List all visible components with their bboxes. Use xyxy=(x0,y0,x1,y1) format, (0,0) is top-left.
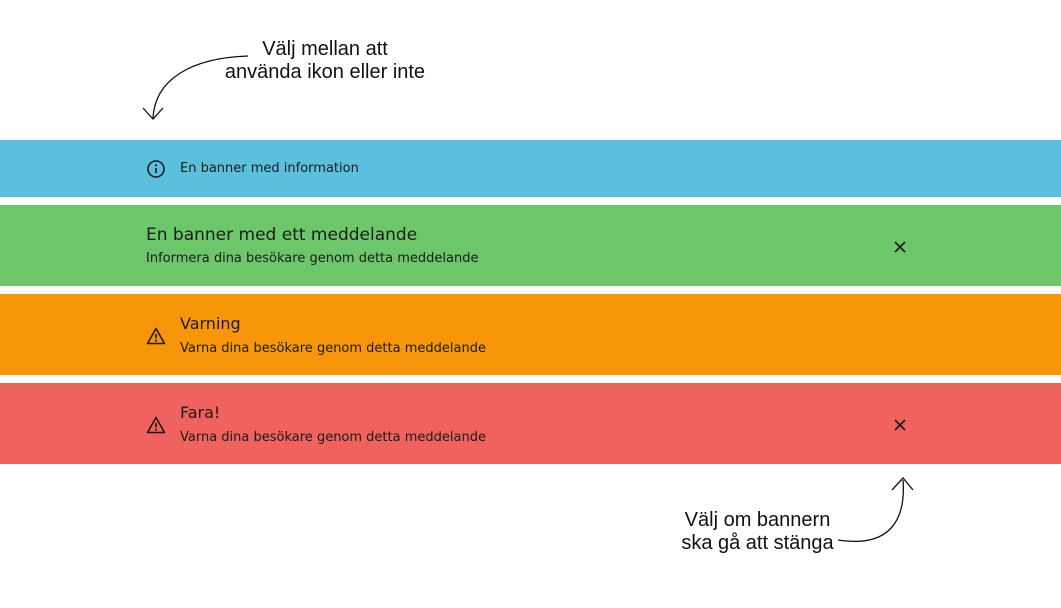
banner-success: En banner med ett meddelande Informera d… xyxy=(0,205,1061,286)
close-icon[interactable] xyxy=(891,416,909,434)
arrowhead-icon xyxy=(142,107,164,120)
banner-danger: Fara! Varna dina besökare genom detta me… xyxy=(0,383,1061,464)
banner-title: En banner med information xyxy=(180,161,359,176)
close-annotation: Välj om bannern ska gå att stänga xyxy=(660,509,855,555)
close-annotation-line-2: ska gå att stänga xyxy=(681,532,834,554)
banner-message: Informera dina besökare genom detta medd… xyxy=(146,251,479,266)
close-icon[interactable] xyxy=(891,238,909,256)
banner-title: En banner med ett meddelande xyxy=(146,225,418,245)
arrow-to-icon xyxy=(152,55,249,119)
warning-triangle-icon xyxy=(146,416,166,434)
warning-triangle-icon xyxy=(146,327,166,345)
arrowhead-close xyxy=(891,477,914,491)
icon-annotation-line-1: Välj mellan att xyxy=(262,38,388,60)
banner-message: Varna dina besökare genom detta meddelan… xyxy=(180,430,486,445)
arrow-to-close xyxy=(837,479,904,542)
icon-annotation-line-2: använda ikon eller inte xyxy=(224,61,426,83)
close-annotation-line-1: Välj om bannern xyxy=(684,509,831,531)
banner-title: Fara! xyxy=(180,403,221,422)
banner-message: Varna dina besökare genom detta meddelan… xyxy=(180,341,486,356)
banner-info: En banner med information xyxy=(0,140,1061,197)
info-circle-icon xyxy=(147,160,165,178)
banner-warning: Varning Varna dina besökare genom detta … xyxy=(0,294,1061,375)
banner-title: Varning xyxy=(180,314,241,333)
icon-annotation: Välj mellan att använda ikon eller inte xyxy=(205,38,445,84)
